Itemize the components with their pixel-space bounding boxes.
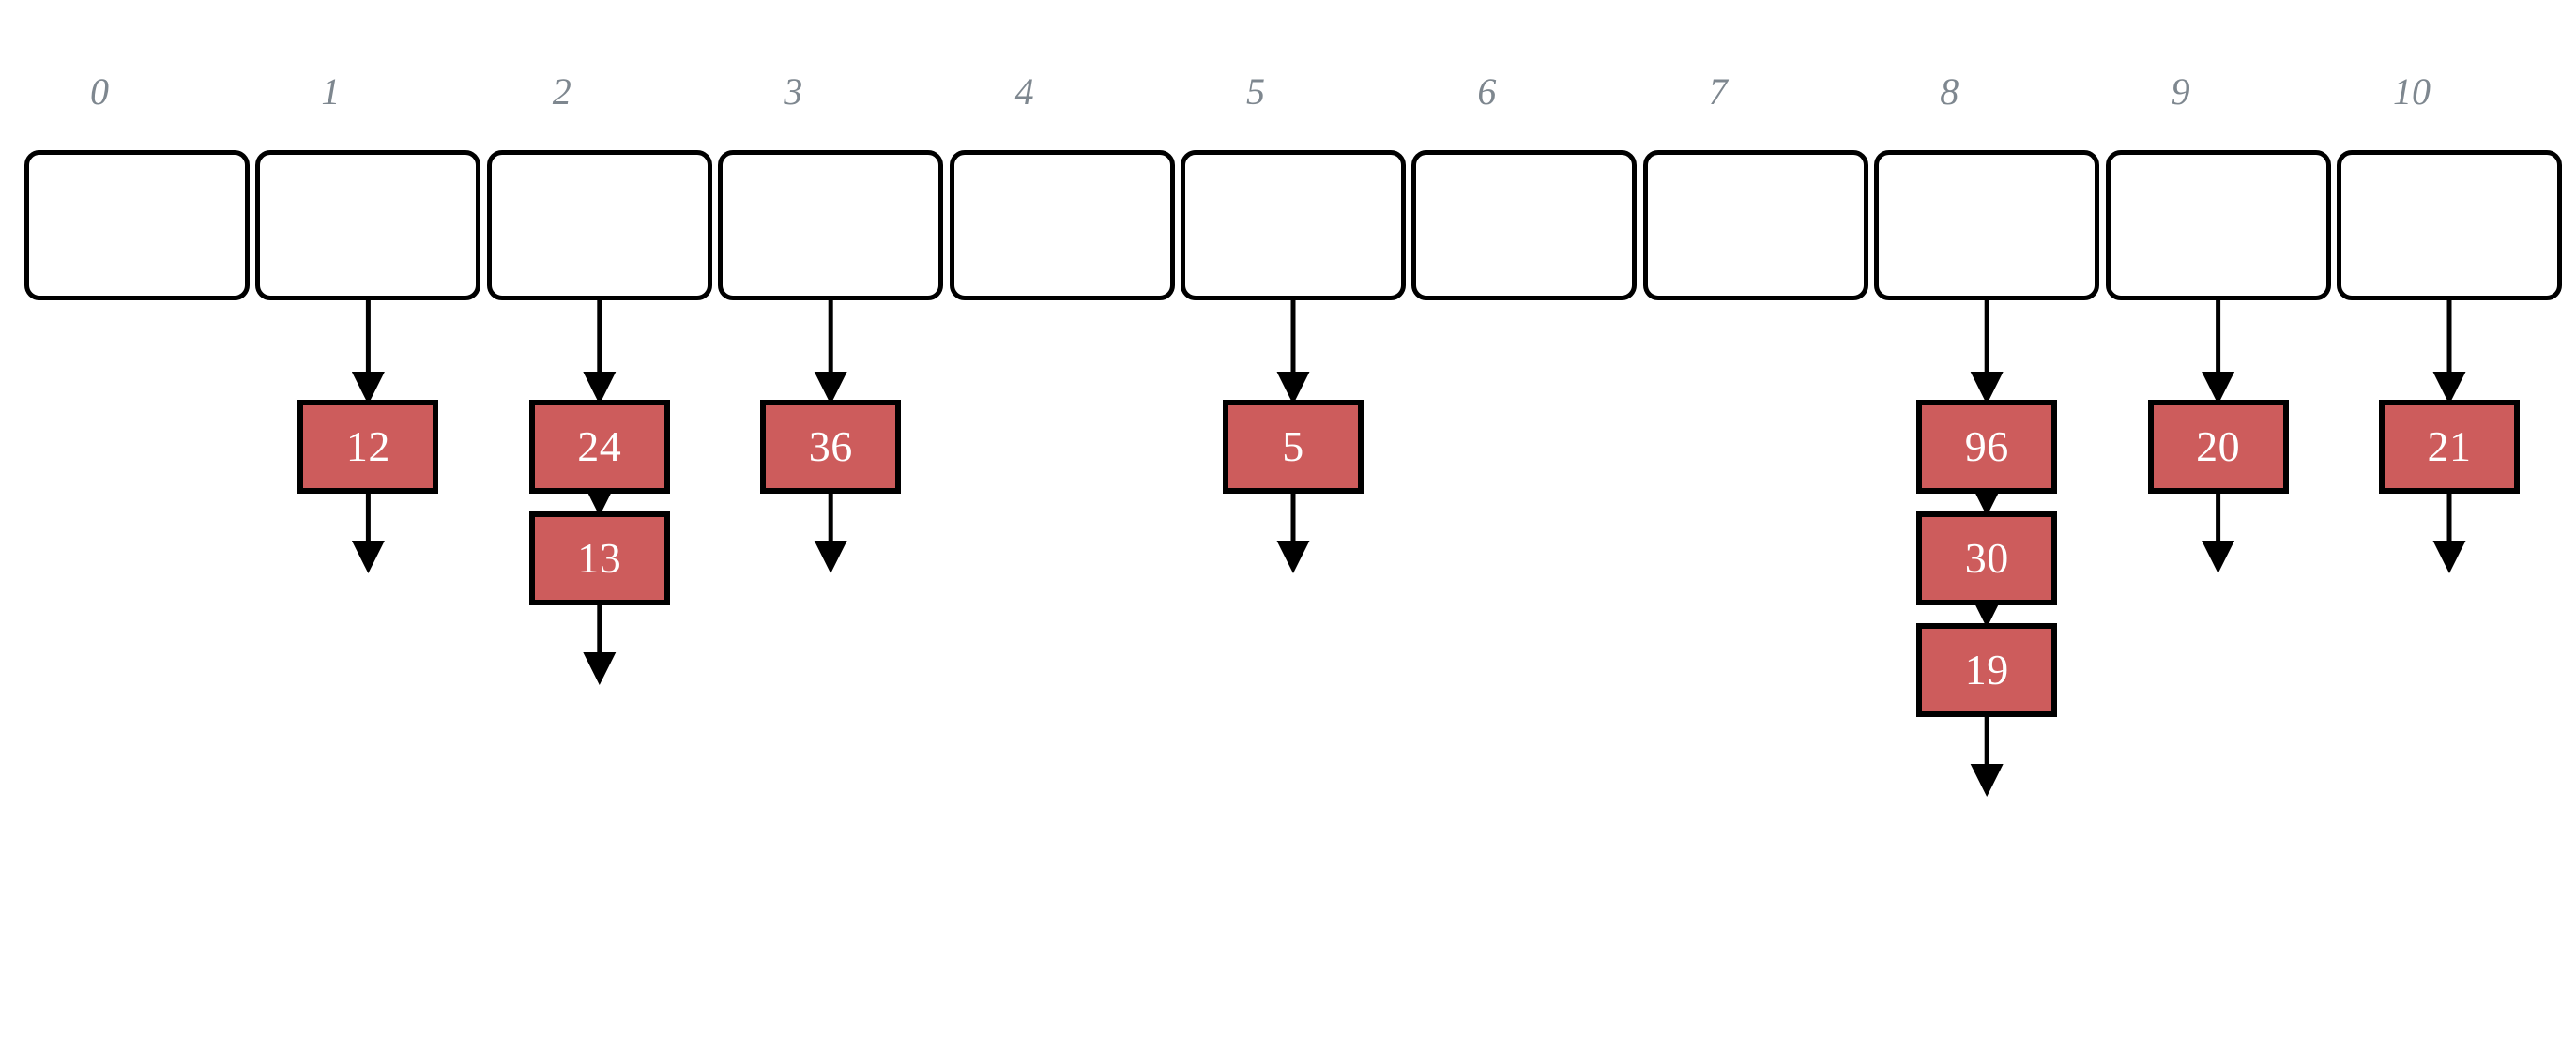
chain-node-5-0[interactable]: 5 bbox=[1223, 400, 1364, 494]
index-label-2: 2 bbox=[552, 70, 572, 113]
bucket-cell-0[interactable] bbox=[24, 150, 250, 300]
index-label-10: 10 bbox=[2393, 70, 2431, 113]
chain-node-1-0[interactable]: 12 bbox=[297, 400, 439, 494]
chain-node-value: 96 bbox=[1964, 422, 2009, 470]
index-label-1: 1 bbox=[321, 70, 341, 113]
bucket-cell-5[interactable] bbox=[1181, 150, 1406, 300]
index-label-3: 3 bbox=[784, 70, 803, 113]
chain-node-10-0[interactable]: 21 bbox=[2379, 400, 2520, 494]
index-label-4: 4 bbox=[1014, 70, 1034, 113]
chain-node-value: 21 bbox=[2427, 422, 2472, 470]
index-label-6: 6 bbox=[1477, 70, 1497, 113]
chain-node-2-0[interactable]: 24 bbox=[528, 400, 670, 494]
index-label-5: 5 bbox=[1246, 70, 1265, 113]
chain-node-value: 12 bbox=[345, 422, 390, 470]
chain-node-3-0[interactable]: 36 bbox=[760, 400, 902, 494]
bucket-cell-6[interactable] bbox=[1411, 150, 1638, 300]
chain-node-9-0[interactable]: 20 bbox=[2147, 400, 2289, 494]
chain-arrows bbox=[351, 300, 2466, 798]
bucket-cell-10[interactable] bbox=[2337, 150, 2562, 300]
chain-node-value: 20 bbox=[2196, 422, 2241, 470]
bucket-cell-3[interactable] bbox=[718, 150, 944, 300]
chain-node-8-2[interactable]: 19 bbox=[1916, 623, 2058, 717]
chain-node-value: 19 bbox=[1964, 646, 2009, 694]
index-label-8: 8 bbox=[1940, 70, 1959, 113]
bucket-cell-9[interactable] bbox=[2105, 150, 2331, 300]
chain-node-value: 30 bbox=[1964, 534, 2009, 582]
chain-node-2-1[interactable]: 13 bbox=[528, 511, 670, 605]
bucket-cell-8[interactable] bbox=[1874, 150, 2100, 300]
chain-node-value: 36 bbox=[808, 422, 853, 470]
bucket-cell-7[interactable] bbox=[1642, 150, 1868, 300]
chain-node-8-0[interactable]: 96 bbox=[1916, 400, 2058, 494]
chain-node-value: 24 bbox=[577, 422, 622, 470]
index-label-0: 0 bbox=[90, 70, 109, 113]
bucket-cell-2[interactable] bbox=[486, 150, 712, 300]
chain-node-value: 5 bbox=[1282, 422, 1304, 470]
index-label-7: 7 bbox=[1708, 70, 1728, 113]
bucket-cell-1[interactable] bbox=[255, 150, 481, 300]
chain-node-value: 13 bbox=[577, 534, 622, 582]
bucket-cell-4[interactable] bbox=[949, 150, 1175, 300]
chain-node-8-1[interactable]: 30 bbox=[1916, 511, 2058, 605]
index-label-9: 9 bbox=[2171, 70, 2190, 113]
